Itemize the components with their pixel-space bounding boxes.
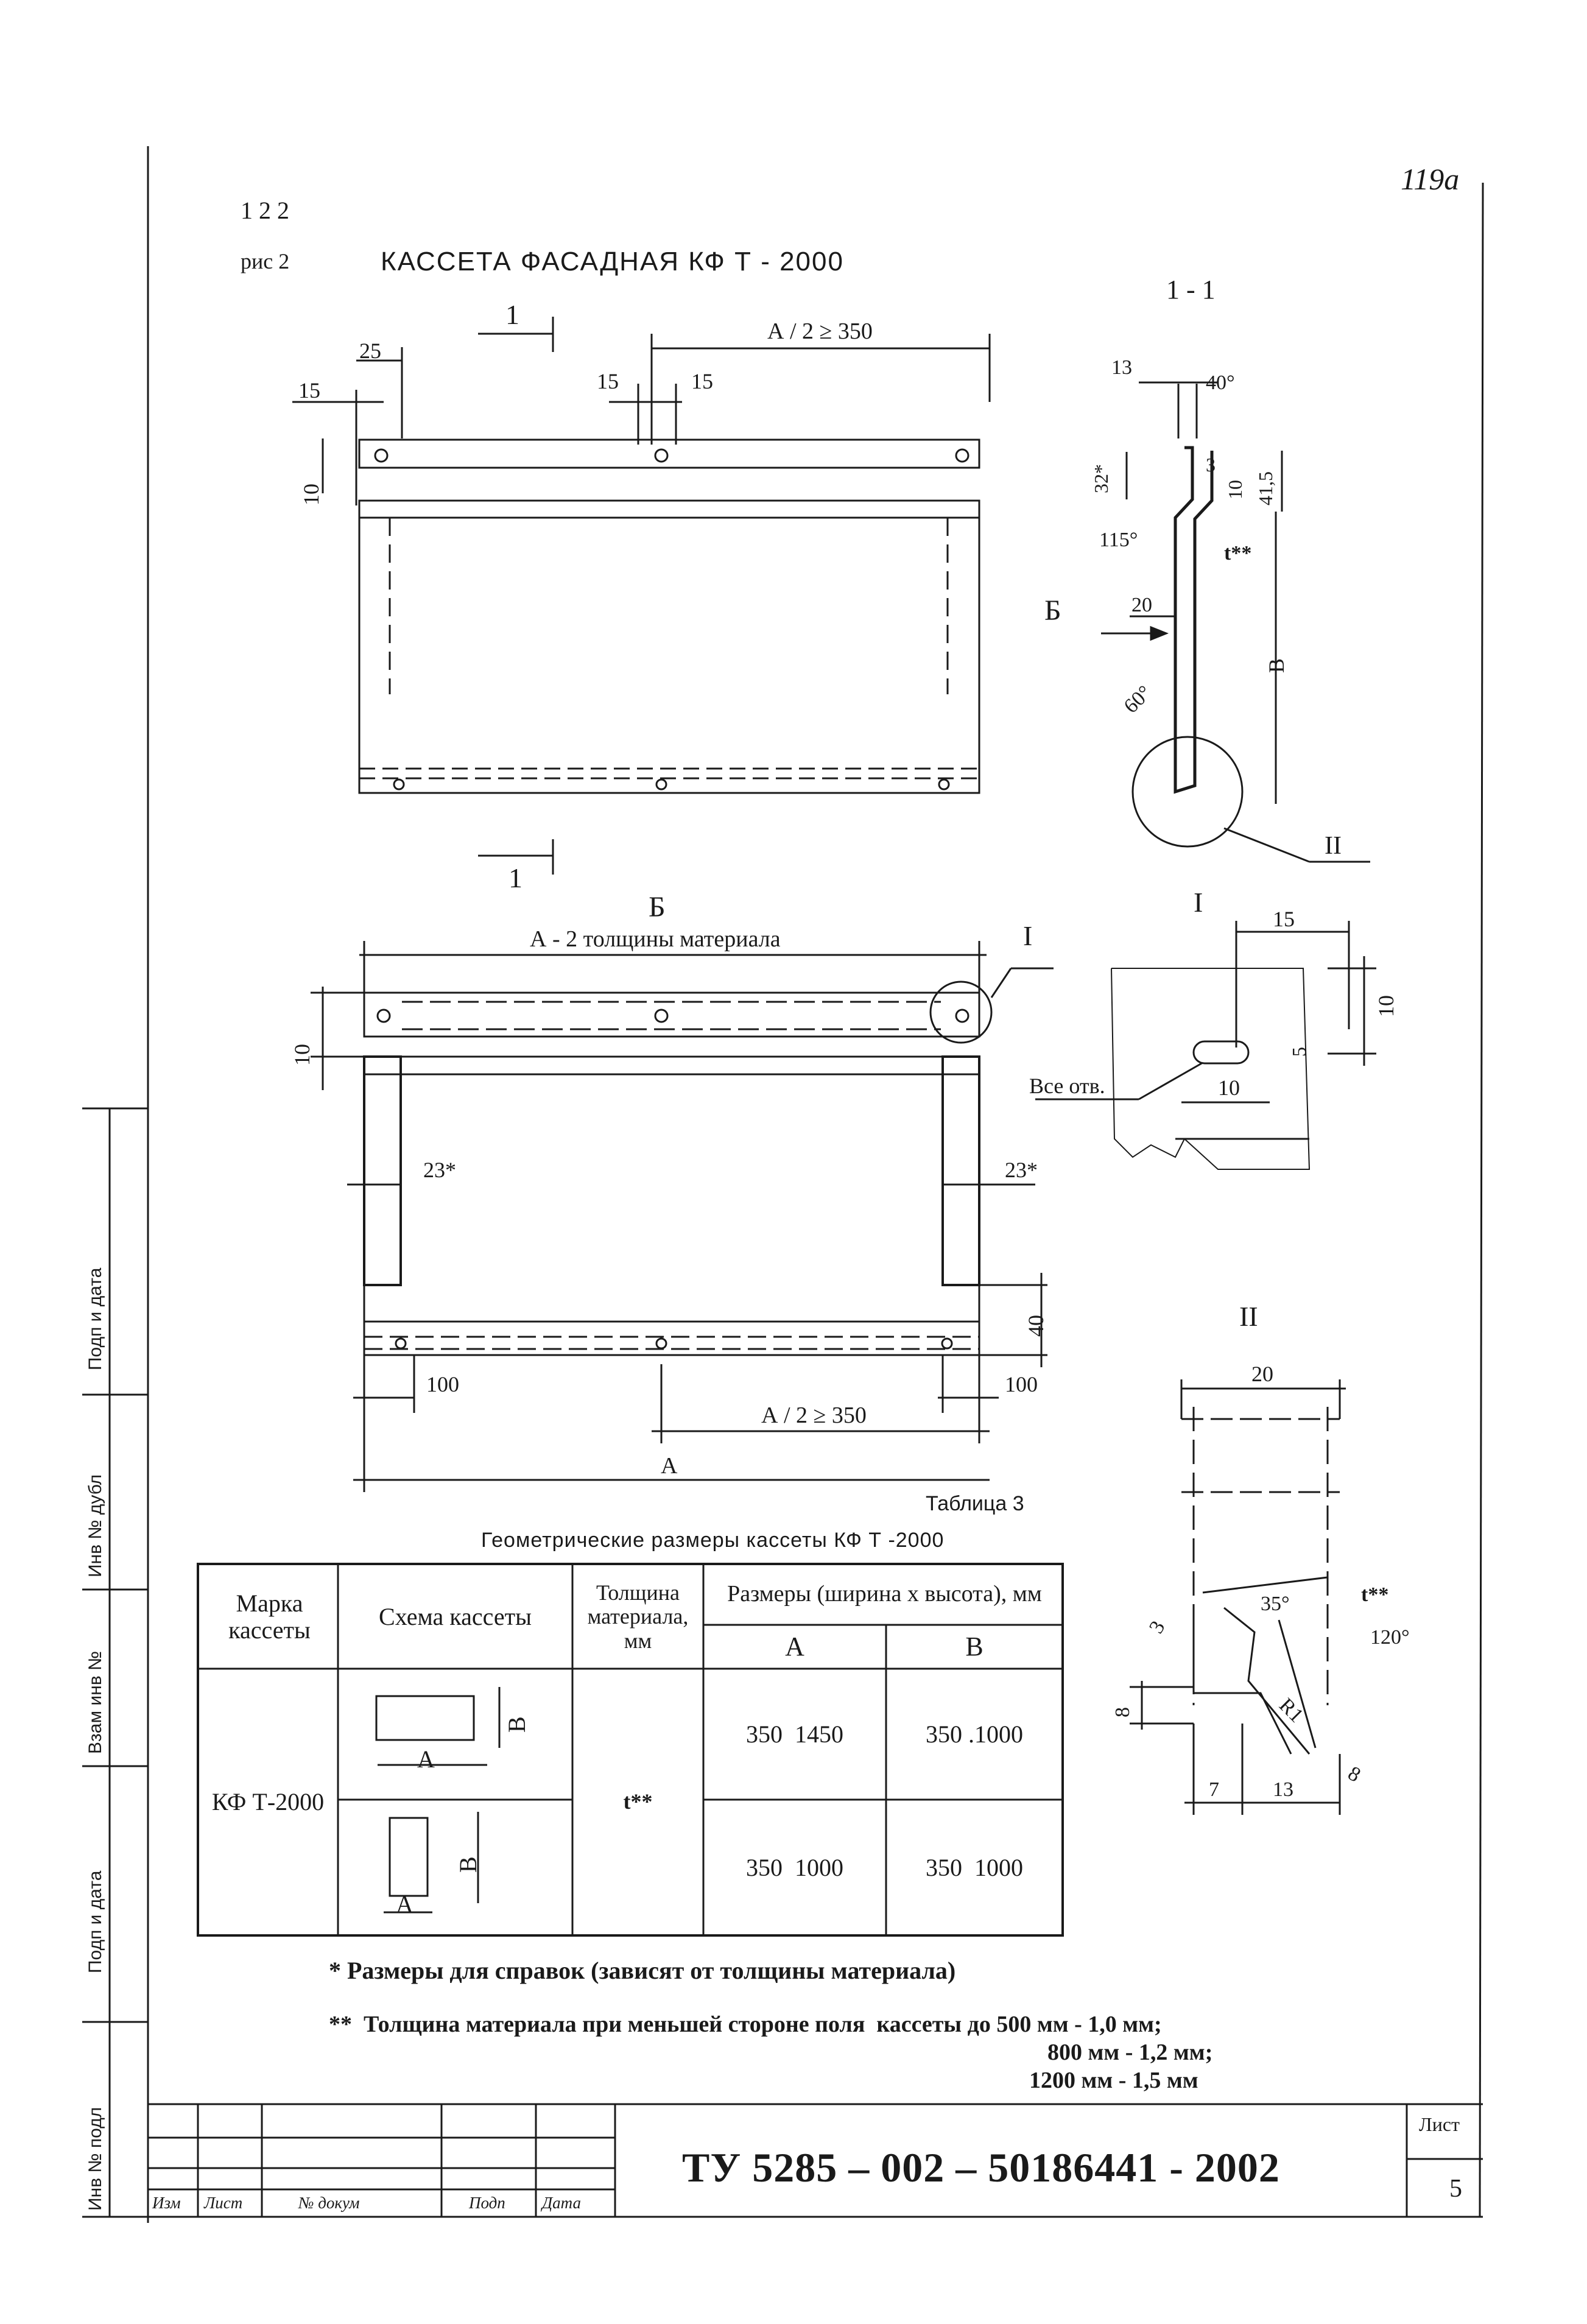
note-reference-sizes: * Размеры для справок (зависят от толщин… [329,1957,956,1984]
detail-ii-dim-8: 8 [1111,1707,1134,1717]
stamp-col-date: Дата [542,2194,582,2212]
dim-20-section: 20 [1131,594,1152,616]
scheme1-label-b: В [503,1716,530,1733]
dim-10-section: 10 [1224,480,1246,499]
frame-right-border [1479,182,1484,2217]
dim-13: 13 [1111,356,1132,379]
view-b-top-strip [363,991,980,1038]
section-mark-top: 1 [505,299,519,330]
note-thickness-line1: ** Толщина материала при меньшей стороне… [329,2012,1162,2037]
dim-total-a: А [661,1453,678,1479]
row1-b: 350 .1000 [926,1720,1023,1748]
stamp-col-doc: № докум [298,2194,360,2212]
front-view-body [358,499,980,794]
page-title: КАССЕТА ФАСАДНАЯ КФ Т - 2000 [381,247,844,276]
dim-half-bottom: А / 2 ≥ 350 [761,1403,867,1428]
dim-15-mid-right: 15 [691,369,713,393]
view-b-body [363,1055,980,1356]
cell-thickness: t** [623,1789,653,1814]
dim-32: 32* [1090,464,1112,493]
detail-i-dim-10-v: 10 [1374,995,1398,1017]
detail-ii-angle-120: 120° [1370,1626,1410,1649]
table-number: Таблица 3 [926,1492,1024,1515]
header-sizes: Размеры (ширина х высота), мм [727,1581,1042,1607]
dim-25: 25 [359,339,381,363]
detail-i-dim-15: 15 [1273,907,1295,931]
detail-ii-circle [1131,736,1244,848]
side-podp-data-2: Подп и дата [85,1267,105,1370]
detail-i-dim-10-h: 10 [1218,1076,1240,1100]
dim-height-b: В [1264,658,1289,673]
detail-i-dim-5: 5 [1288,1047,1310,1057]
row1-a: 350 1450 [746,1720,843,1748]
table-caption: Геометрические размеры кассеты КФ Т -200… [481,1529,945,1552]
dim-23-right: 23* [1005,1158,1038,1182]
row2-b: 350 1000 [926,1853,1023,1881]
detail-ii-dim-13: 13 [1273,1778,1293,1801]
scheme2-label-a: А [396,1890,413,1918]
scheme2-label-b: В [454,1856,482,1873]
sheet-label: Лист [1419,2113,1460,2135]
view-b-width: А - 2 толщины материала [530,926,781,952]
section-1-1-title: 1 - 1 [1166,275,1216,305]
header-col-a: А [785,1631,804,1661]
dim-15-left: 15 [298,378,320,403]
view-b-title: Б [649,891,666,923]
section-mark-bottom: 1 [508,862,523,893]
front-view-top-flange [358,438,980,469]
dim-41-5: 41,5 [1254,471,1276,505]
thickness-t: t** [1224,542,1252,565]
document-code: ТУ 5285 – 002 – 50186441 - 2002 [682,2144,1280,2191]
side-vzam-inv: Взам инв № [85,1650,105,1754]
row2-a: 350 1000 [746,1853,843,1881]
section-profile [1174,446,1214,794]
note-thickness-line3: 1200 мм - 1,5 мм [1029,2068,1198,2093]
stamp-col-izm: Изм [152,2194,181,2212]
table-border [197,1563,1064,1937]
dim-100-right: 100 [1005,1372,1038,1396]
dim-100-left: 100 [426,1372,459,1396]
stamp-col-list: Лист [204,2194,243,2212]
section-number: 1 2 2 [241,197,289,224]
note-thickness-line2: 800 мм - 1,2 мм; [1047,2040,1213,2065]
view-arrow-b: Б [1044,594,1061,627]
detail-ii-angle-35: 35° [1261,1593,1290,1615]
detail-ii-dim-20: 20 [1251,1362,1273,1386]
figure-label: рис 2 [241,249,290,273]
dim-15-mid-left: 15 [597,369,619,393]
dim-23-left: 23* [423,1158,456,1182]
detail-i-ref: I [1023,920,1033,951]
handwritten-page-number: 119а [1401,162,1460,196]
sheet-number: 5 [1449,2175,1462,2203]
detail-ii-title: II [1239,1301,1258,1332]
detail-ii-t: t** [1361,1583,1389,1606]
angle-40: 40° [1206,371,1235,394]
side-inv-podl: Инв № подл [85,2107,105,2211]
side-inv-dubl: Инв № дубл [85,1474,105,1577]
angle-115: 115° [1099,529,1138,551]
detail-ii-ref: II [1325,832,1342,860]
detail-ii-dim-7: 7 [1209,1778,1219,1801]
detail-i-circle [929,981,993,1044]
dim-10-view-b: 10 [290,1044,314,1066]
dim-40: 40 [1024,1315,1048,1337]
header-scheme: Схема кассеты [379,1603,532,1630]
cell-mark: КФ Т-2000 [211,1788,325,1815]
all-holes-label: Все отв. [1029,1074,1105,1098]
dim-half-top: А / 2 ≥ 350 [767,319,873,344]
detail-i-title: I [1194,887,1203,918]
header-col-b: В [965,1631,984,1661]
dim-3: 3 [1206,454,1216,476]
header-thickness: Толщина материала, мм [587,1580,689,1653]
side-podp-data: Подп и дата [85,1870,105,1973]
stamp-col-sign: Подп [469,2194,505,2212]
scheme1-label-a: А [417,1745,435,1773]
header-mark: Марка кассеты [228,1590,311,1644]
dim-10-front: 10 [299,484,323,505]
